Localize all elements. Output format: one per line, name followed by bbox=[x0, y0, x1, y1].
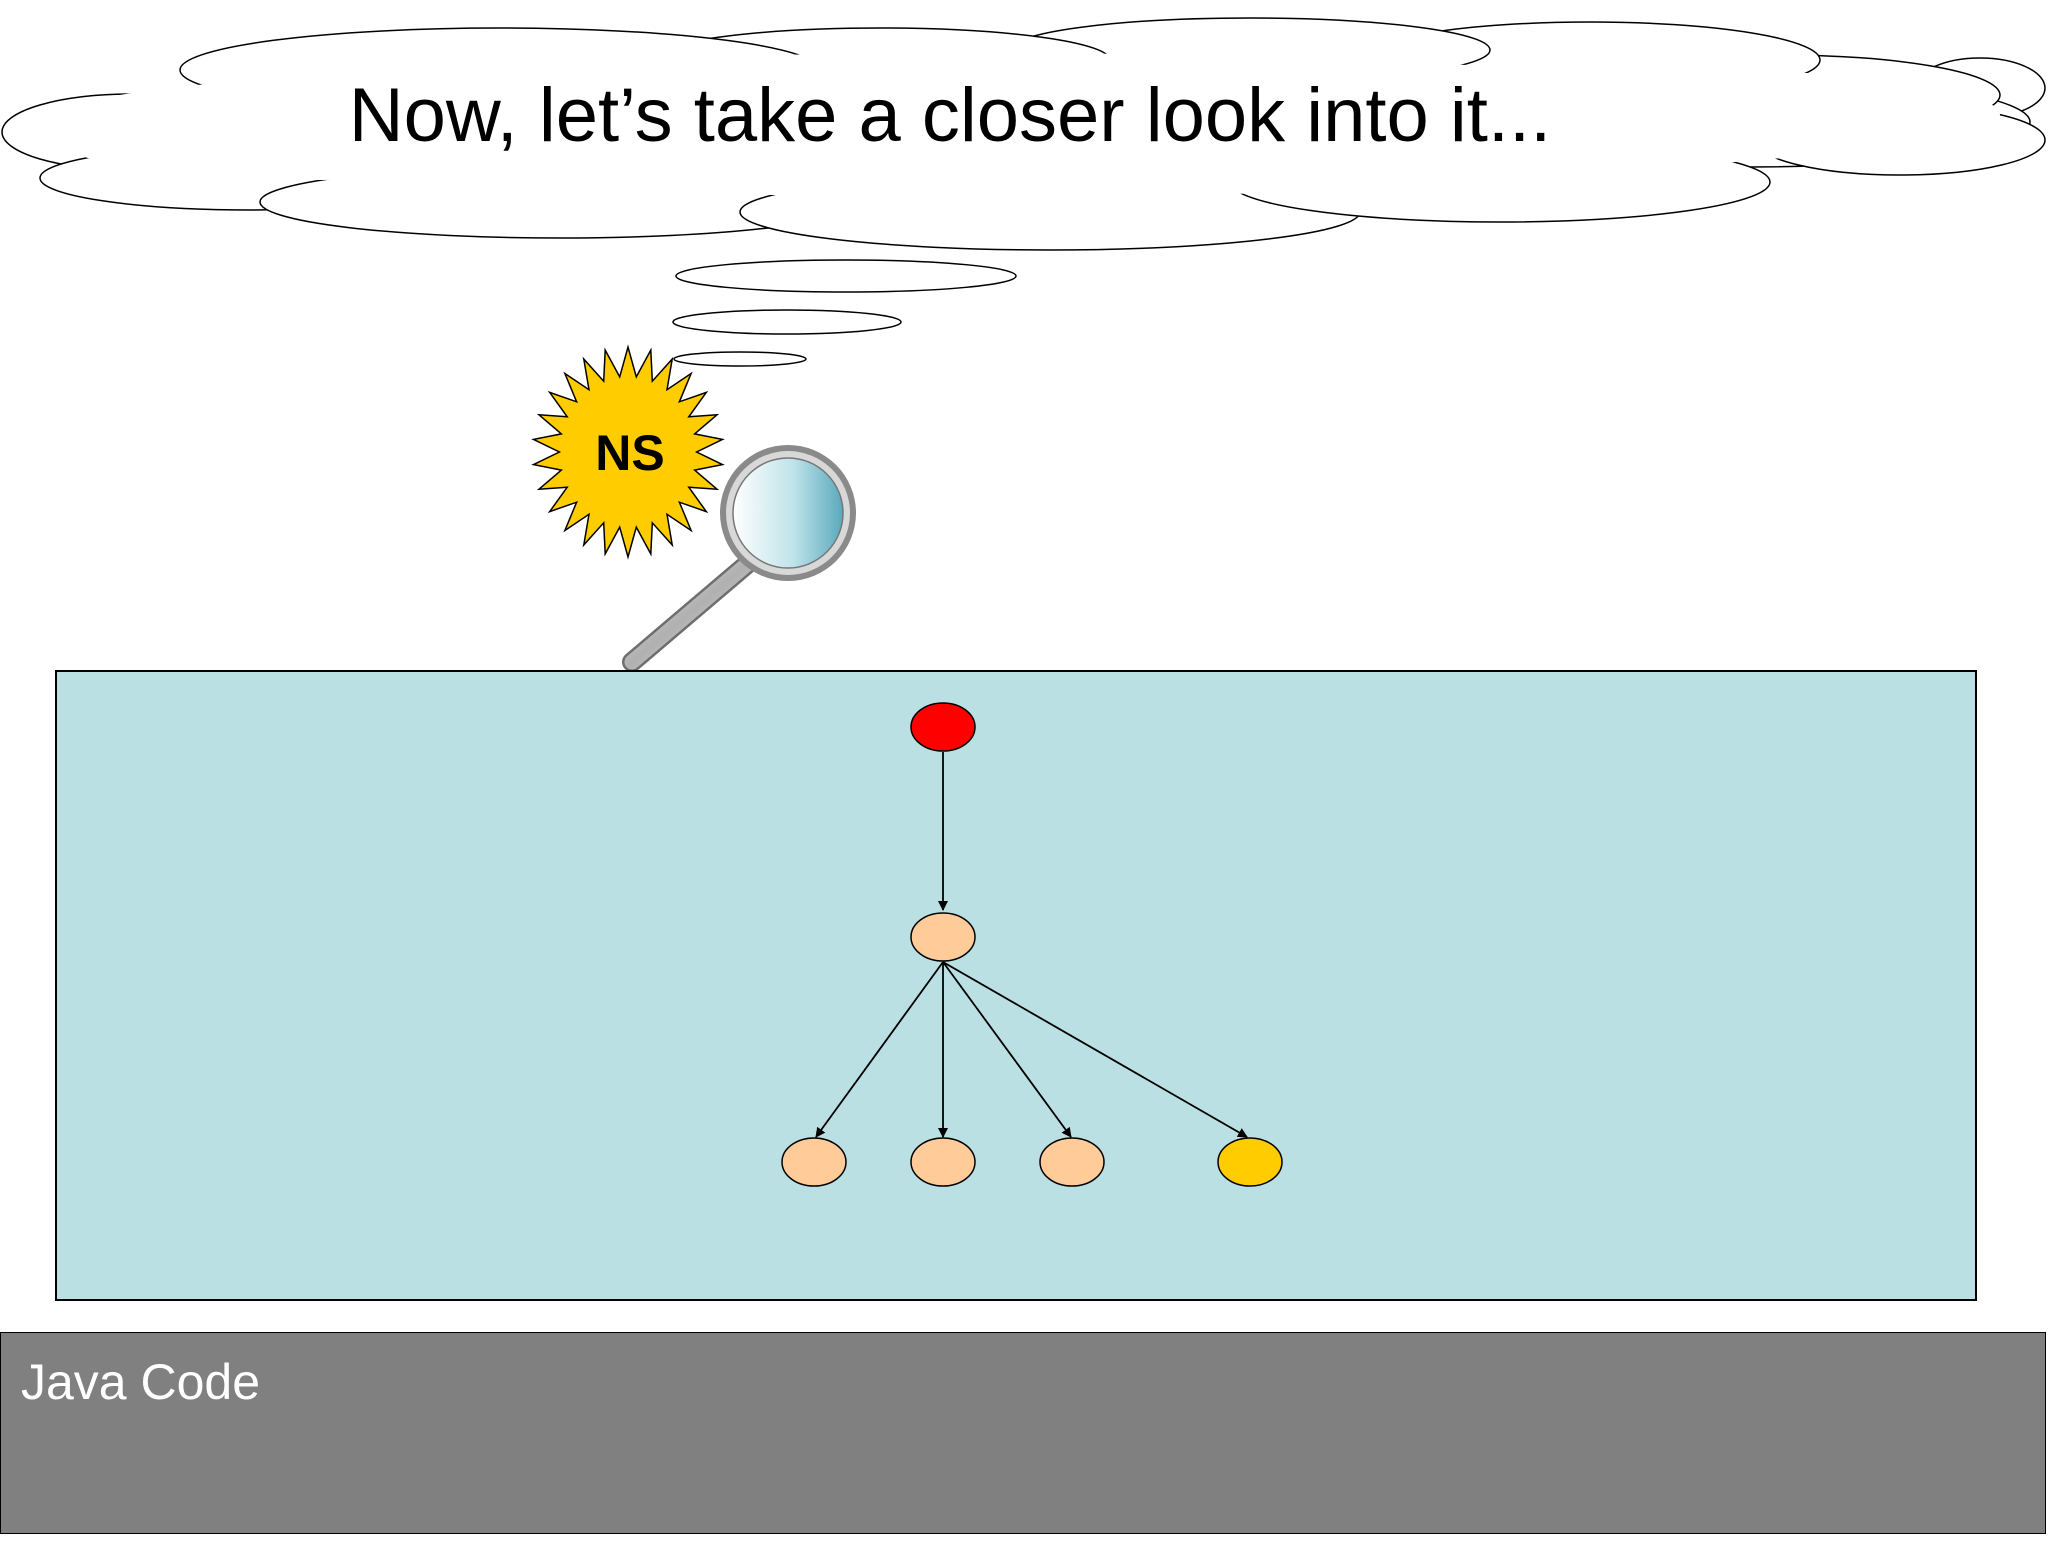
magnifying-glass-icon bbox=[622, 445, 856, 672]
tree-leaf-node-highlighted bbox=[1217, 1137, 1283, 1187]
java-code-panel: Java Code bbox=[0, 1332, 2046, 1534]
thought-bubbles-trail bbox=[672, 259, 1017, 367]
starburst-badge bbox=[531, 344, 725, 560]
edge-child-leaf-3 bbox=[942, 961, 1072, 1138]
edge-child-leaf-1 bbox=[815, 961, 944, 1138]
tree-nodes bbox=[781, 702, 1283, 1187]
tree-leaf-node bbox=[781, 1137, 847, 1187]
ns-badge-label: NS bbox=[595, 425, 665, 481]
java-code-label: Java Code bbox=[21, 1354, 261, 1410]
tree-child-node bbox=[910, 912, 976, 962]
tree-edges bbox=[815, 752, 1248, 1138]
thought-cloud bbox=[1, 17, 2046, 251]
tree-leaf-node bbox=[1039, 1137, 1105, 1187]
diagram-canvas bbox=[55, 670, 1977, 1301]
thought-bubble-text: Now, let’s take a closer look into it... bbox=[348, 73, 1552, 158]
edge-child-leaf-4 bbox=[942, 961, 1248, 1138]
tree-root-node bbox=[910, 702, 976, 752]
tree-leaf-node bbox=[910, 1137, 976, 1187]
